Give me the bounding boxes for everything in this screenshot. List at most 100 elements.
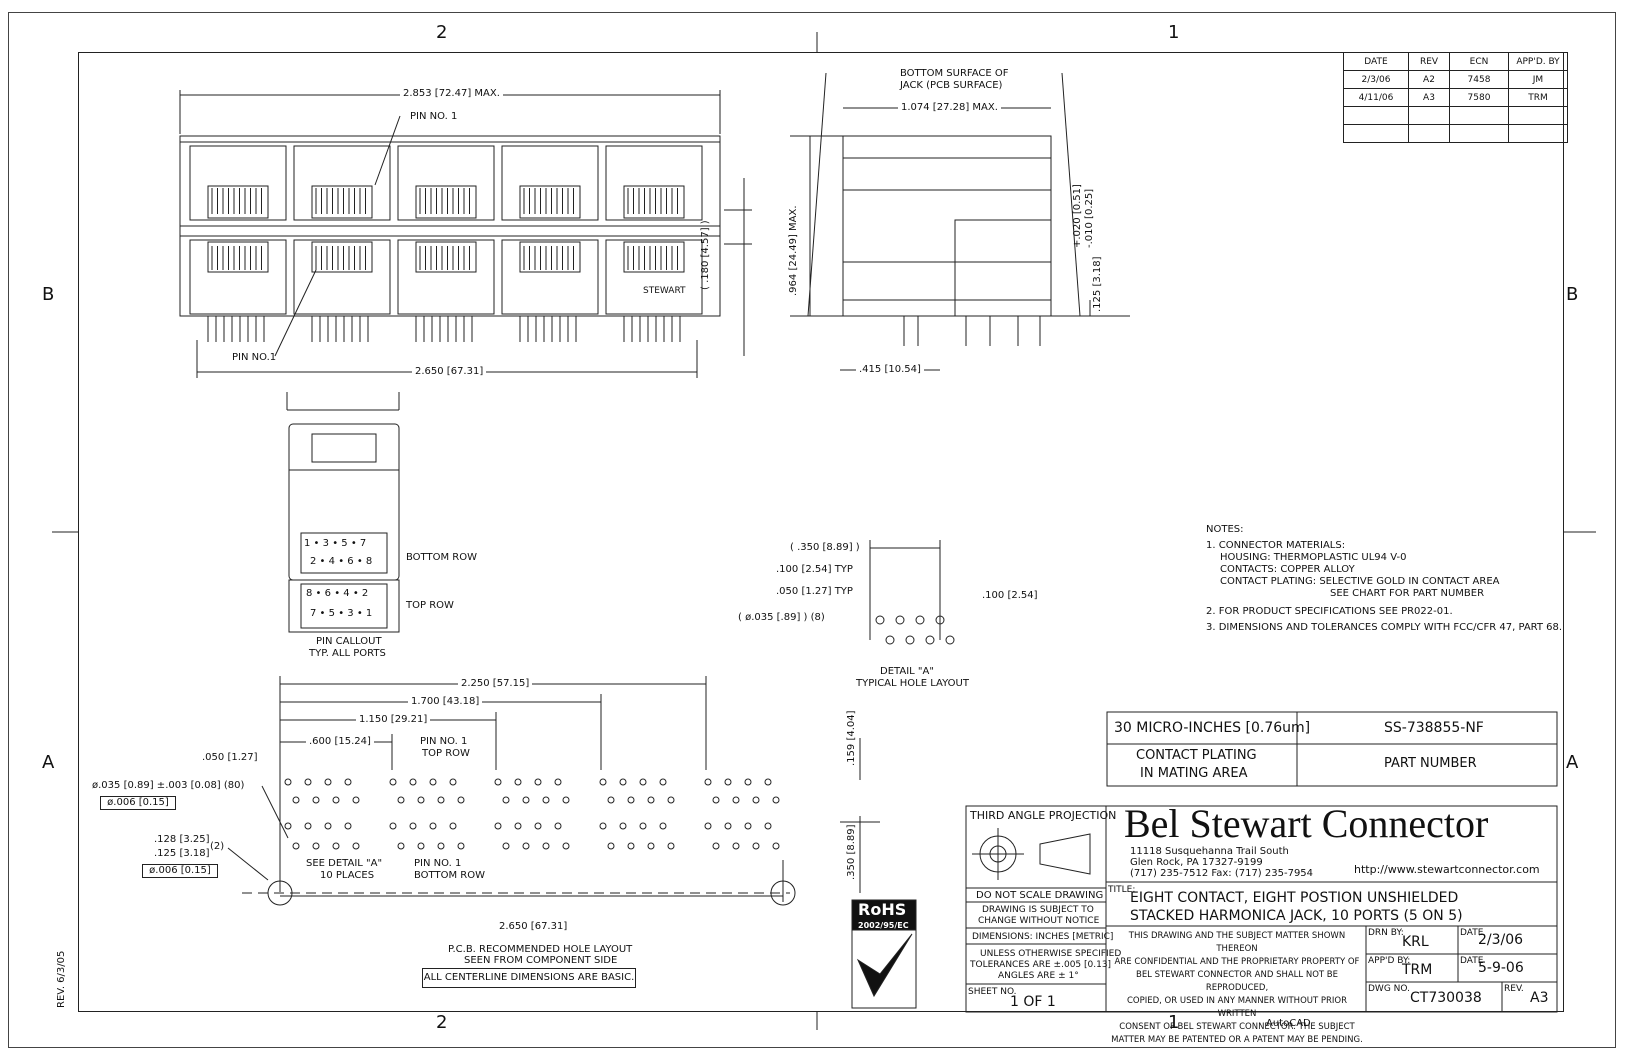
pin-callout-caption2: TYP. ALL PORTS (309, 648, 386, 659)
side-tol-plus: +.020 [0.51] (1072, 184, 1083, 248)
no-scale-label: DO NOT SCALE DRAWING (976, 890, 1104, 901)
notes-block: NOTES: 1. CONNECTOR MATERIALS: HOUSING: … (1206, 524, 1562, 634)
appd-label: APP'D BY: (1368, 956, 1411, 966)
confidential-line: COPIED, OR USED IN ANY MANNER WITHOUT PR… (1126, 996, 1348, 1019)
zone-top-2: 2 (436, 22, 448, 43)
pin-bottom-row-label: BOTTOM ROW (406, 552, 477, 563)
drawing-title-line2: STACKED HARMONICA JACK, 10 PORTS (5 ON 5… (1130, 908, 1463, 924)
company-url: http://www.stewartconnector.com (1354, 863, 1540, 876)
part-number-label: PART NUMBER (1384, 756, 1477, 771)
title-block-lines (965, 711, 1558, 1013)
detail-caption2: TYPICAL HOLE LAYOUT (856, 678, 969, 689)
revision-table: DATE REV ECN APP'D. BY 2/3/06 A2 7458 JM… (1343, 52, 1568, 143)
company-address2: Glen Rock, PA 17327-9199 (1130, 857, 1263, 868)
zone-top-1: 1 (1168, 22, 1180, 43)
detail-dim4: ( ø.035 [.89] ) (8) (738, 612, 825, 623)
drn-value: KRL (1402, 934, 1429, 950)
side-height-dim: .964 [24.49] MAX. (788, 205, 799, 296)
company-name: Bel Stewart Connector (1124, 801, 1489, 846)
rev-label: REV. (1504, 984, 1524, 994)
part-number-value: SS-738855-NF (1384, 720, 1484, 736)
table-row (1343, 124, 1568, 143)
tolerance-line3: ANGLES ARE ± 1° (998, 971, 1079, 981)
layout-dim-159: .159 [4.04] (846, 710, 857, 766)
rev-cell (1508, 124, 1568, 143)
front-brand-mark: STEWART (643, 286, 686, 296)
projection-label: THIRD ANGLE PROJECTION (970, 809, 1117, 822)
layout-mount-tol: ø.006 [0.15] (142, 864, 218, 878)
layout-pin1-top2: TOP ROW (422, 748, 470, 759)
side-bottom-surface-note: BOTTOM SURFACE OF (900, 68, 1009, 79)
side-pin-dim: .415 [10.54] (856, 364, 924, 376)
pin-top-row-top: 8 • 6 • 4 • 2 (306, 588, 369, 599)
confidential-line: ARE CONFIDENTIAL AND THE PROPRIETARY PRO… (1114, 957, 1360, 967)
zone-bottom-2: 2 (436, 1012, 448, 1033)
dwg-label: DWG NO. (1368, 984, 1410, 994)
layout-mount-qty: (2) (210, 841, 225, 852)
drn-date-label: DATE (1460, 928, 1484, 938)
note-line: 3. DIMENSIONS AND TOLERANCES COMPLY WITH… (1206, 622, 1563, 633)
rohs-sub-label: 2002/95/EC (858, 921, 909, 930)
subject-change-label: DRAWING IS SUBJECT TO (982, 905, 1094, 915)
front-height-dim: ( .180 [4.57] ) (700, 220, 711, 290)
layout-hole-tol: ø.006 [0.15] (100, 796, 176, 810)
tolerance-line: UNLESS OTHERWISE SPECIFIED (980, 949, 1122, 959)
tolerance-line2: TOLERANCES ARE ±.005 [0.13] (970, 960, 1112, 970)
note-line: HOUSING: THERMOPLASTIC UL94 V-0 (1220, 552, 1407, 563)
layout-basic-note: ALL CENTERLINE DIMENSIONS ARE BASIC. (422, 968, 636, 988)
pin-callout-caption: PIN CALLOUT (316, 636, 382, 647)
appd-date-label: DATE (1460, 956, 1484, 966)
layout-dim-350: .350 [8.89] (846, 824, 857, 880)
layout-dim-600: .600 [15.24] (306, 736, 374, 748)
plating-value: 30 MICRO-INCHES [0.76um] (1114, 720, 1311, 736)
pin-callout-view (288, 423, 400, 633)
pin-bottom-row-top: 1 • 3 • 5 • 7 (304, 538, 367, 549)
zone-right-b: B (1566, 284, 1579, 305)
pin-bottom-row-bottom: 2 • 4 • 6 • 8 (310, 556, 373, 567)
detail-dim3: .050 [1.27] TYP (776, 586, 853, 597)
layout-see-detail: SEE DETAIL "A" (306, 858, 383, 869)
sheet-label: SHEET NO. (968, 987, 1017, 997)
zone-left-b: B (42, 284, 55, 305)
confidential-line: MATTER MAY BE PATENTED OR A PATENT MAY B… (1111, 1035, 1363, 1045)
detail-a-geometry (869, 540, 955, 645)
layout-mount-num: .128 [3.25] (154, 834, 210, 845)
detail-dim1: ( .350 [8.89] ) (790, 542, 860, 553)
front-width-dim: 2.853 [72.47] MAX. (400, 88, 503, 100)
front-view (179, 90, 752, 411)
layout-dim-1700: 1.700 [43.18] (408, 696, 483, 708)
plating-label: CONTACT PLATING (1136, 748, 1257, 763)
note-line: 1. CONNECTOR MATERIALS: (1206, 540, 1346, 551)
sheet-value: 1 OF 1 (1010, 994, 1056, 1010)
note-line: 2. FOR PRODUCT SPECIFICATIONS SEE PR022-… (1206, 606, 1453, 617)
dwg-value: CT730038 (1410, 990, 1482, 1006)
table-row (1343, 106, 1568, 125)
layout-dim-total: 2.250 [57.15] (458, 678, 533, 690)
zone-left-a: A (42, 752, 55, 773)
drn-label: DRN BY: (1368, 928, 1404, 938)
detail-dim5: .100 [2.54] (982, 590, 1038, 601)
subject-change-label2: CHANGE WITHOUT NOTICE (978, 916, 1100, 926)
note-line: CONTACTS: COPPER ALLOY (1220, 564, 1355, 575)
side-tol-minus: -.010 [0.25] (1084, 188, 1095, 248)
side-depth-dim: 1.074 [27.28] MAX. (898, 102, 1001, 114)
confidential-notice: THIS DRAWING AND THE SUBJECT MATTER SHOW… (1110, 930, 1364, 1047)
pin-top-row-label: TOP ROW (406, 600, 454, 611)
note-line: CONTACT PLATING: SELECTIVE GOLD IN CONTA… (1220, 576, 1500, 587)
drawing-title-line1: EIGHT CONTACT, EIGHT POSTION UNSHIELDED (1130, 890, 1459, 906)
front-pitch-dim: 2.650 [67.31] (412, 366, 487, 378)
layout-mount-den: .125 [3.18] (154, 848, 210, 859)
note-line: SEE CHART FOR PART NUMBER (1330, 588, 1485, 599)
rev-value: A3 (1530, 990, 1549, 1006)
layout-bottom-dim: 2.650 [67.31] (496, 921, 571, 933)
front-pin1-bottom: PIN NO.1 (232, 352, 277, 363)
layout-caption2: SEEN FROM COMPONENT SIDE (464, 955, 618, 966)
zone-right-a: A (1566, 752, 1579, 773)
rohs-label: RoHS (858, 900, 907, 919)
confidential-line: BEL STEWART CONNECTOR AND SHALL NOT BE R… (1135, 970, 1338, 993)
layout-dim-1150: 1.150 [29.21] (356, 714, 431, 726)
dimensions-label: DIMENSIONS: INCHES [METRIC] (972, 932, 1114, 942)
table-row: 2/3/06 A2 7458 JM (1343, 70, 1568, 89)
side-standoff-dim: .125 [3.18] (1092, 256, 1103, 312)
pin-top-row-bottom: 7 • 5 • 3 • 1 (310, 608, 373, 619)
